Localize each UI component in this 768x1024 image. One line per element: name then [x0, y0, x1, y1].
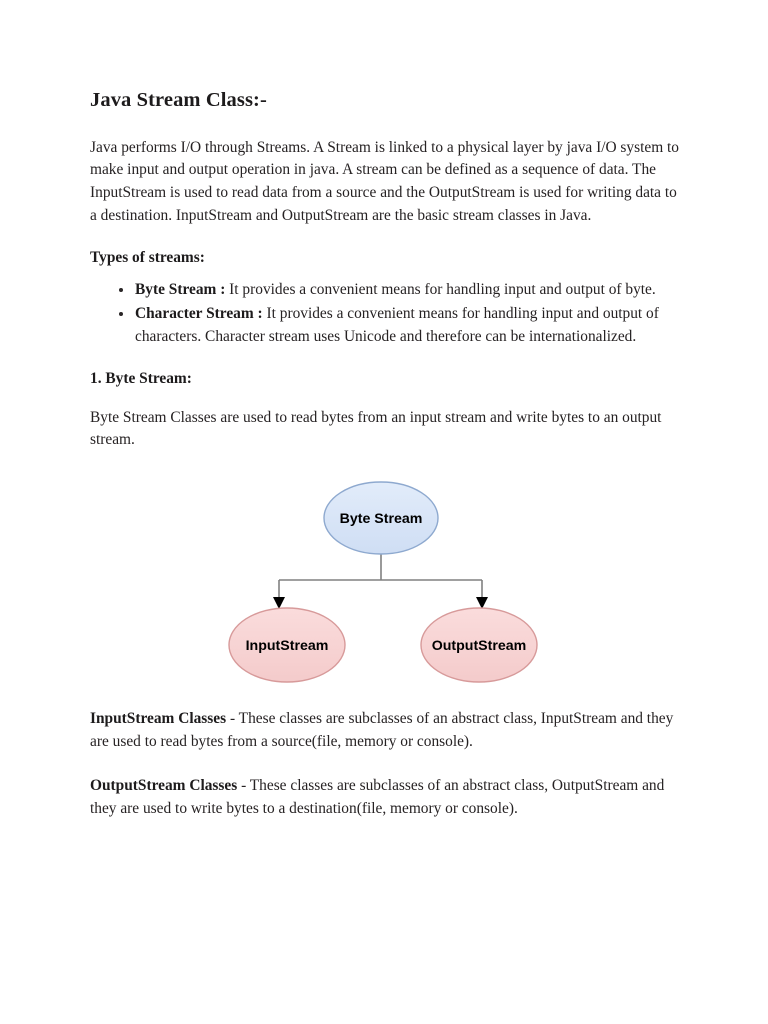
bullet-icon [119, 312, 123, 317]
list-item-term: Byte Stream : [135, 281, 226, 299]
list-item: Byte Stream : It provides a convenient m… [90, 279, 682, 302]
diagram-node-label-inputstream: InputStream [246, 638, 329, 654]
list-item: Character Stream : It provides a conveni… [90, 303, 682, 348]
outputstream-classes-term: OutputStream Classes [90, 777, 238, 795]
inputstream-classes-paragraph: InputStream Classes - These classes are … [90, 708, 682, 753]
diagram-node-outputstream [420, 607, 538, 683]
diagram-node-inputstream [228, 607, 346, 683]
byte-stream-section-heading: 1. Byte Stream: [90, 370, 192, 388]
document-content: Java Stream Class:- Java performs I/O th… [90, 88, 682, 843]
byte-stream-hierarchy-diagram: Byte Stream InputStream OutputStream [90, 472, 682, 690]
intro-paragraph: Java performs I/O through Streams. A Str… [90, 138, 679, 224]
arrowhead-icon-right [476, 597, 488, 610]
diagram-node-byte-stream [323, 481, 439, 555]
arrowhead-icon-left [273, 597, 285, 610]
outputstream-classes-paragraph: OutputStream Classes - These classes are… [90, 775, 682, 820]
diagram-node-label-outputstream: OutputStream [432, 638, 527, 654]
stream-types-list: Byte Stream : It provides a convenient m… [90, 279, 682, 348]
list-item-term: Character Stream : [135, 305, 263, 323]
page-title: Java Stream Class:- [90, 89, 267, 111]
inputstream-classes-term: InputStream Classes [90, 710, 227, 728]
list-item-description: It provides a convenient means for handl… [225, 281, 656, 299]
bullet-icon [119, 288, 123, 293]
types-of-streams-heading: Types of streams: [90, 249, 205, 267]
diagram-node-label-root: Byte Stream [340, 511, 423, 527]
outputstream-classes-description: - These classes are subclasses of an abs… [90, 777, 665, 817]
inputstream-classes-description: - These classes are subclasses of an abs… [90, 710, 674, 750]
list-item-description: It provides a convenient means for handl… [135, 305, 659, 345]
byte-stream-paragraph: Byte Stream Classes are used to read byt… [90, 408, 662, 449]
